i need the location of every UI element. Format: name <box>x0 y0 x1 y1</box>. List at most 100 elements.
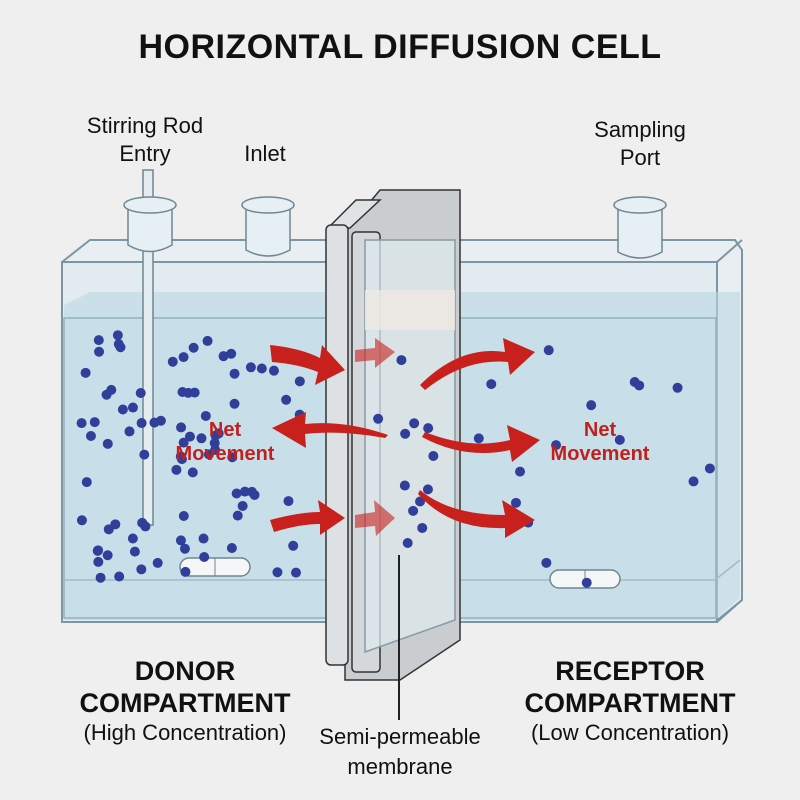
diffusion-arrow <box>270 345 345 385</box>
particle <box>294 376 305 387</box>
particle <box>188 342 199 353</box>
particle <box>268 365 279 376</box>
particle <box>129 546 140 557</box>
particle <box>415 496 426 507</box>
donor-title-line1: DONOR <box>134 656 236 686</box>
stirring-rod-label-line2: Entry <box>119 141 171 166</box>
particle <box>672 382 683 393</box>
particle <box>409 418 420 429</box>
sampling-port-label-line1: Sampling <box>594 117 686 142</box>
particle <box>281 394 292 405</box>
particle <box>400 428 411 439</box>
diffusion-arrow <box>270 500 345 535</box>
particle <box>95 572 106 583</box>
receptor-title-line1: RECEPTOR <box>555 656 705 686</box>
particle <box>196 433 207 444</box>
particle <box>152 557 163 568</box>
net-movement-label-right: Net Movement <box>525 418 675 466</box>
particle <box>218 351 229 362</box>
net-right-line1: Net <box>583 419 617 441</box>
donor-compartment-label: DONOR COMPARTMENT (High Concentration) <box>60 655 310 747</box>
particle <box>227 452 238 463</box>
particle <box>402 537 413 548</box>
particle <box>688 476 699 487</box>
particle <box>114 571 125 582</box>
particle <box>231 488 242 499</box>
diffusion-arrow <box>272 412 388 448</box>
particle <box>290 567 301 578</box>
particle <box>175 535 186 546</box>
stirring-rod-port <box>123 196 177 253</box>
particle <box>399 480 410 491</box>
particle <box>136 418 147 429</box>
particles <box>76 330 715 588</box>
inlet-port <box>241 196 295 257</box>
diagram-title: HORIZONTAL DIFFUSION CELL <box>138 28 662 66</box>
particle <box>408 505 419 516</box>
particle <box>200 410 211 421</box>
particle <box>106 384 117 395</box>
particle <box>183 387 194 398</box>
net-left-line1: Net <box>208 419 242 441</box>
net-movement-label-left: Net Movement <box>150 418 300 466</box>
receptor-subtitle: (Low Concentration) <box>530 720 730 745</box>
particle <box>179 543 190 554</box>
particle <box>127 402 138 413</box>
particle <box>210 444 221 455</box>
particle <box>396 355 407 366</box>
particle <box>486 379 497 390</box>
particle <box>93 556 104 567</box>
particle <box>94 346 105 357</box>
particle <box>85 431 96 442</box>
particle <box>184 431 195 442</box>
particle <box>551 440 562 451</box>
particle <box>127 533 138 544</box>
particle <box>176 422 187 433</box>
particle <box>76 515 87 526</box>
particle <box>103 524 114 535</box>
particle <box>428 450 439 461</box>
particle <box>239 486 250 497</box>
diffusion-arrow <box>418 490 535 538</box>
particle <box>704 463 715 474</box>
sampling-port-label: Sampling Port <box>560 116 720 172</box>
particle <box>178 437 189 448</box>
particle <box>473 433 484 444</box>
particle <box>229 368 240 379</box>
diffusion-arrow <box>355 338 395 368</box>
stirring-rod-label-line1: Stirring Rod <box>86 113 204 138</box>
particle <box>581 577 592 588</box>
particle <box>586 400 597 411</box>
particle <box>515 466 526 477</box>
particle <box>288 540 299 551</box>
particle <box>232 510 243 521</box>
particle <box>417 522 428 533</box>
particle <box>113 339 124 350</box>
particle <box>80 367 91 378</box>
particle <box>137 517 148 528</box>
particle <box>178 511 189 522</box>
particle <box>272 567 283 578</box>
particle <box>102 550 113 561</box>
particle <box>171 464 182 475</box>
semi-permeable-membrane <box>364 239 456 654</box>
sampling-port-label-line2: Port <box>619 145 661 170</box>
particle <box>202 335 213 346</box>
particle <box>81 477 92 488</box>
particle <box>76 418 87 429</box>
particle <box>178 352 189 363</box>
donor-subtitle: (High Concentration) <box>83 720 287 745</box>
particle <box>180 566 191 577</box>
particle <box>245 362 256 373</box>
membrane-label-line1: Semi-permeable <box>319 724 481 749</box>
membrane-label-line2: membrane <box>347 754 453 779</box>
particle <box>256 363 267 374</box>
particle <box>543 345 554 356</box>
sampling-port <box>613 196 667 259</box>
particle <box>422 484 433 495</box>
particle <box>541 557 552 568</box>
particle <box>117 404 128 415</box>
net-right-line2: Movement <box>550 443 650 465</box>
donor-title-line2: COMPARTMENT <box>79 688 291 718</box>
particle <box>423 423 434 434</box>
